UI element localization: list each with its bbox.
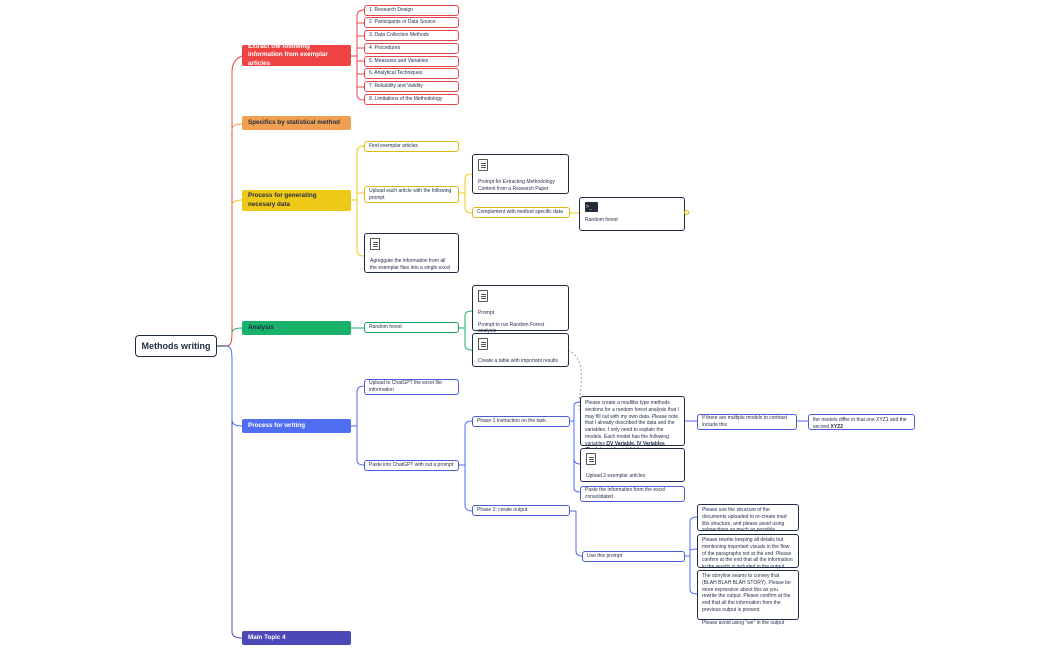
extract-item-1[interactable]: 1. Research Design (364, 5, 459, 16)
root-topic-methods-writing[interactable]: Methods writing (135, 335, 217, 357)
extract-item-2[interactable]: 2. Participants or Data Source (364, 17, 459, 28)
upload-exemplar-card[interactable]: Upload 2 exemplar articles (580, 448, 685, 482)
create-table-card[interactable]: Create a table with important results (472, 333, 569, 367)
upload-exemplar-text: Upload 2 exemplar articles (586, 472, 646, 479)
models-differ-text: the models differ in that one XYZ1 and t… (813, 417, 907, 430)
prompt-c-text: The storyline seams to convey that (BLAH… (702, 573, 791, 613)
analysis-prompt-title: Prompt (478, 309, 495, 316)
topic-specifics-statistical-method[interactable]: Specifics by statistical method (242, 116, 351, 130)
prompt-a-card[interactable]: Please use the structure of the document… (697, 504, 799, 533)
models-differ-node[interactable]: the models differ in that one XYZ1 and t… (808, 414, 915, 430)
paste-without-prompt[interactable]: Paste into ChatGPT with out a prompt (364, 460, 459, 471)
prompt-c-avoid-we: Please avoid using "we" in the output (702, 619, 785, 626)
models-differ-xyz2: XYZ2 (830, 423, 844, 430)
random-forest-card-text: Random forest (585, 217, 618, 223)
multiple-models-node[interactable]: If there are multiple models to contrast… (697, 414, 797, 430)
phase-1-prompt-card[interactable]: Please create a madlibs type methods sec… (580, 396, 685, 453)
complement-method-data[interactable]: Complement with method specific data (472, 207, 570, 218)
paste-excel-info[interactable]: Paste the information form the excel con… (580, 486, 685, 502)
create-table-text: Create a table with important results (478, 357, 559, 364)
topic-specifics-label: Specifics by statistical method (248, 118, 341, 126)
random-forest-card[interactable]: >_ Random forest (579, 197, 685, 231)
use-this-prompt[interactable]: Use this prompt (582, 551, 685, 562)
topic-analysis[interactable]: Analysis (242, 321, 351, 335)
phase-2-create-output[interactable]: Phase 2: create output (472, 505, 570, 516)
prompt-extract-methodology-text: Prompt for Extracting Methodology Conten… (478, 178, 555, 192)
aggregate-excel-text: Agreggate the information from all the e… (370, 257, 451, 271)
document-icon (478, 338, 488, 350)
analysis-random-forest[interactable]: Random forest (364, 322, 459, 333)
topic-process-generating-data[interactable]: Process for generating necesary data (242, 190, 351, 211)
extract-item-4[interactable]: 4. Procedures (364, 43, 459, 54)
upload-article-with-prompt[interactable]: Upload each article with the following p… (364, 186, 459, 203)
prompt-c-card[interactable]: The storyline seams to convey that (BLAH… (697, 570, 799, 626)
upload-excel-info[interactable]: Upload to ChatGPT the excel file informa… (364, 379, 459, 395)
document-icon (370, 238, 380, 250)
phase-1-instruction[interactable]: Phase 1 Instruction on the task. (472, 416, 570, 427)
prompt-b-card[interactable]: Please rewrite keeping all details but m… (697, 534, 799, 570)
find-exemplar-articles[interactable]: Find exemplar articles (364, 141, 459, 152)
prompt-extract-methodology-card[interactable]: Prompt for Extracting Methodology Conten… (472, 154, 569, 194)
document-icon (586, 453, 596, 465)
collapse-dot[interactable] (684, 210, 689, 215)
aggregate-excel-card[interactable]: Agreggate the information from all the e… (364, 233, 459, 273)
extract-item-3[interactable]: 3. Data Collection Methods (364, 30, 459, 41)
document-icon (478, 159, 488, 171)
extract-item-6[interactable]: 6. Analytical Techniques (364, 68, 459, 79)
extract-item-7[interactable]: 7. Reliability and Validity (364, 81, 459, 92)
analysis-prompt-card[interactable]: Prompt Prompt to run Random Forest analy… (472, 285, 569, 334)
document-icon (478, 290, 488, 302)
extract-item-8[interactable]: 8. Limitations of the Methodology (364, 94, 459, 105)
terminal-icon: >_ (585, 202, 598, 212)
topic-process-writing[interactable]: Process for writing (242, 419, 351, 433)
phase-1-prompt-text: Please create a madlibs type methods sec… (585, 400, 679, 447)
extract-item-5[interactable]: 5. Measures and Variables (364, 56, 459, 67)
topic-main-topic-4[interactable]: Main Topic 4 (242, 631, 351, 645)
analysis-prompt-body: Prompt to run Random Forest analysis (478, 321, 545, 335)
topic-extract-information[interactable]: Extract the following information from e… (242, 43, 351, 67)
